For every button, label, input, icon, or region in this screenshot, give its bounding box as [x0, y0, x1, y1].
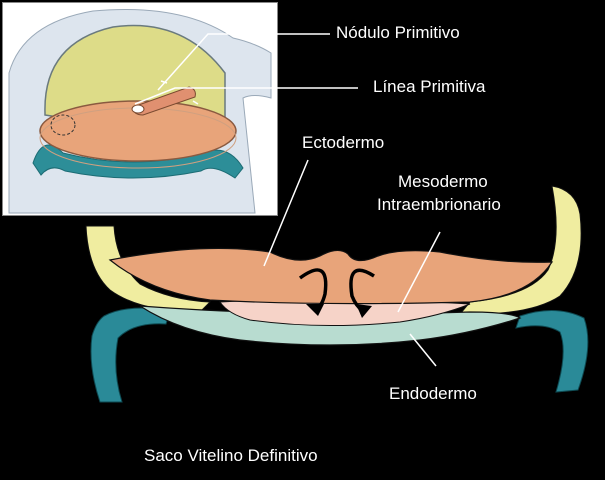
- label-saco-vitelino: Saco Vitelino Definitivo: [144, 446, 318, 465]
- ectoderm-layer: [108, 247, 554, 305]
- label-mesodermo: Mesodermo: [398, 172, 488, 191]
- leader-line-mesodermo: [397, 231, 441, 313]
- yolk-sac-wall-right: [515, 309, 589, 393]
- label-linea-primitiva: Línea Primitiva: [373, 77, 486, 96]
- label-intraembrionario: Intraembrionario: [377, 195, 501, 214]
- leader-line-ectodermo: [263, 159, 309, 267]
- label-endodermo: Endodermo: [389, 384, 477, 403]
- inset-small-arrows: [160, 80, 199, 105]
- leader-line-linea: [134, 87, 358, 105]
- curved-arrow-icon-right-head: [356, 304, 372, 318]
- label-ectodermo: Ectodermo: [302, 133, 385, 152]
- inset-dashed-oval: [50, 114, 76, 136]
- inset-primitive-node: [131, 104, 145, 114]
- yolk-sac-wall-left: [90, 307, 171, 403]
- inset-yolk-sac-edge: [32, 144, 244, 179]
- inset-illustration: [8, 9, 272, 214]
- inset-embryonic-disc: [39, 100, 237, 162]
- label-nodulo-primitivo: Nódulo Primitivo: [336, 23, 460, 42]
- inset-embryonic-disc-view: [2, 2, 278, 216]
- leader-line-nodulo: [157, 33, 330, 91]
- leader-line-endodermo: [409, 333, 437, 367]
- curved-arrow-icon-left-head: [306, 304, 324, 316]
